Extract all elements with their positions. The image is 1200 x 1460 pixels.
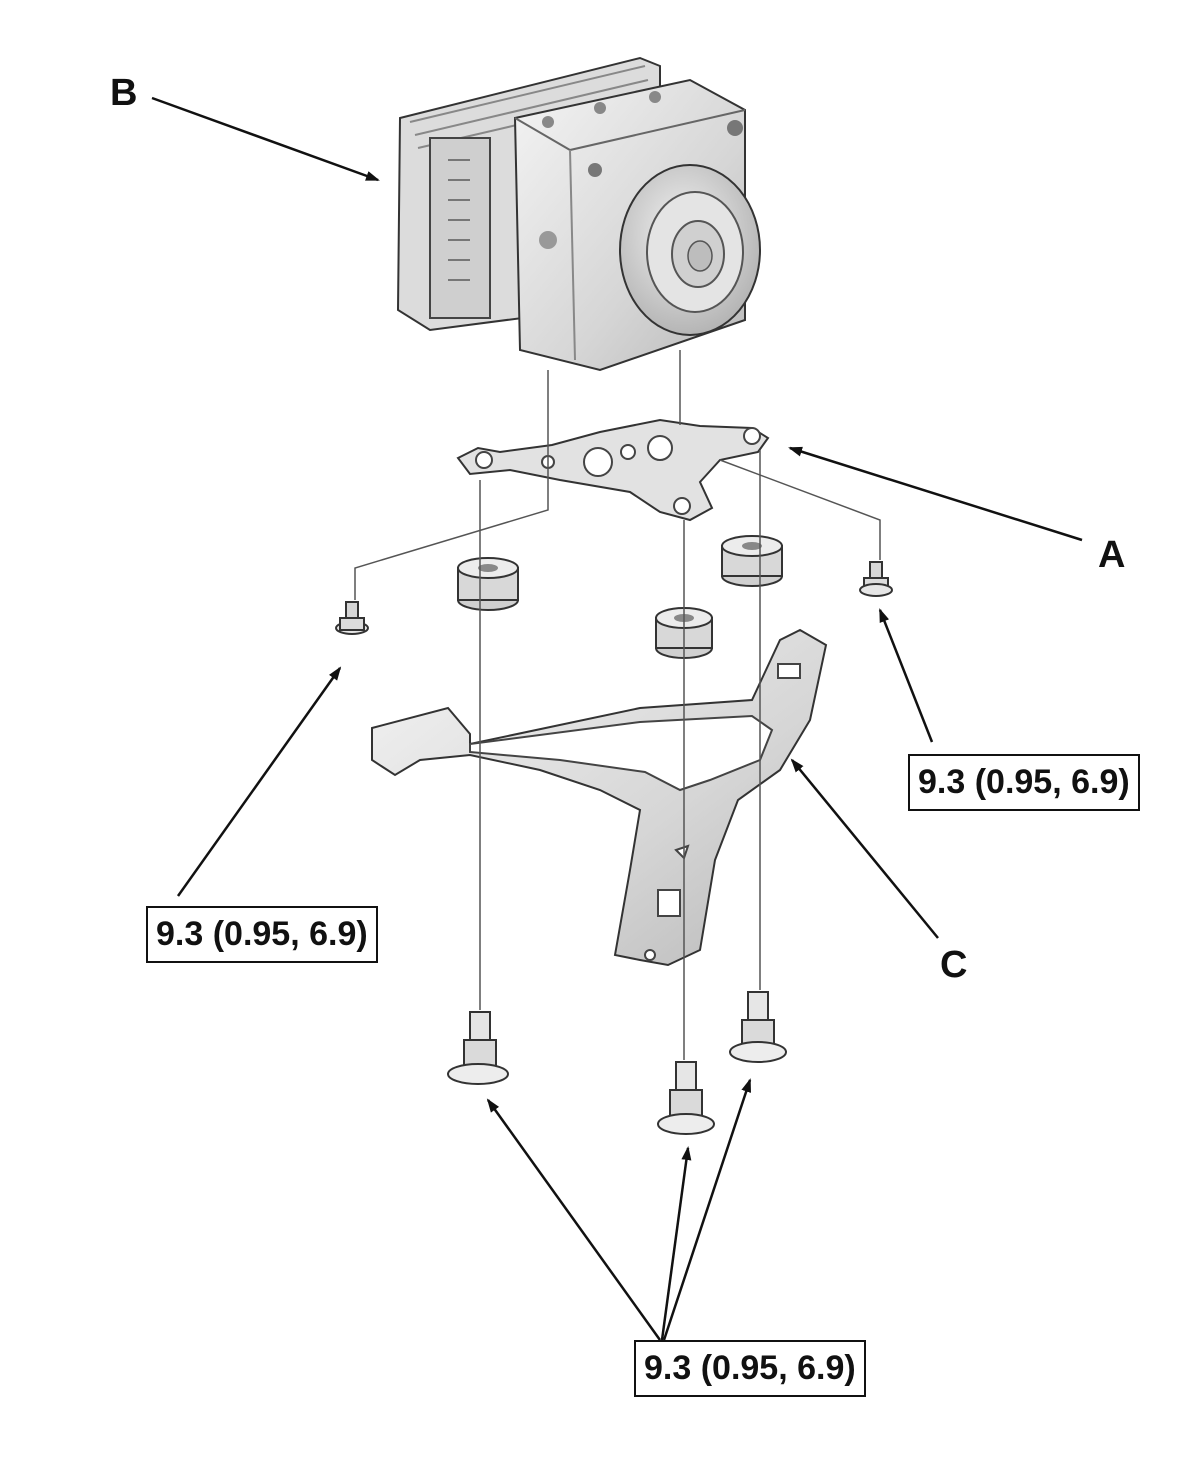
leader-c xyxy=(790,758,939,939)
bolt-left xyxy=(335,601,369,635)
leader-right-bolt xyxy=(878,608,934,743)
flange-bolt xyxy=(447,1011,509,1085)
alignment-lines xyxy=(354,350,881,1060)
callout-a: A xyxy=(1098,534,1126,576)
flange-bolt xyxy=(657,1061,715,1135)
leader-lower-bolt-2 xyxy=(660,1146,692,1341)
torque-spec-right-bolt: 9.3 (0.95, 6.9) xyxy=(908,754,1140,811)
torque-spec-lower-bolts: 9.3 (0.95, 6.9) xyxy=(634,1340,866,1397)
leader-lower-bolt-1 xyxy=(486,1098,662,1341)
leader-left-bolt xyxy=(176,666,342,897)
bracket xyxy=(371,628,828,967)
bolt-right xyxy=(859,561,893,597)
callout-c: C xyxy=(940,944,968,986)
mounting-plate xyxy=(456,418,770,522)
grommet xyxy=(721,535,783,587)
torque-spec-left-bolt: 9.3 (0.95, 6.9) xyxy=(146,906,378,963)
grommet xyxy=(457,557,519,611)
leader-arrows xyxy=(151,96,1083,1341)
leader-b xyxy=(151,96,380,182)
leader-a xyxy=(788,446,1083,542)
callout-b: B xyxy=(110,72,138,114)
leader-lower-bolt-3 xyxy=(662,1078,752,1341)
flange-bolt xyxy=(729,991,787,1063)
modulator-unit xyxy=(396,56,761,372)
